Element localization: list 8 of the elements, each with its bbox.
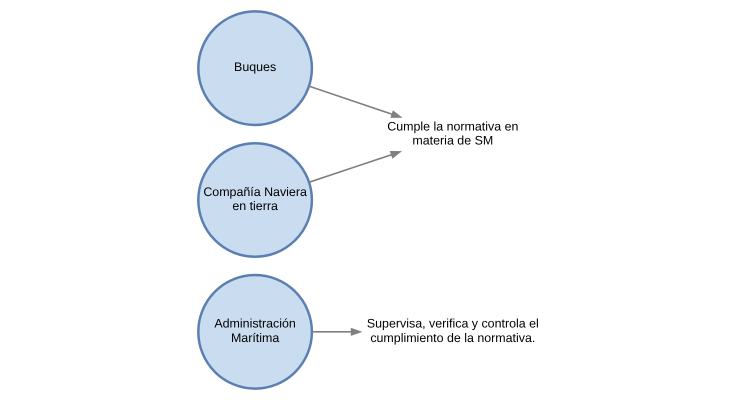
arrow bbox=[312, 328, 362, 336]
node-circle: Administración Marítima bbox=[197, 274, 314, 390]
node-circle: Compañía Naviera en tierra bbox=[197, 142, 314, 258]
node-text: Cumple la normativa en materia de SM bbox=[387, 119, 518, 148]
node-text: Supervisa, verifica y controla el cumplimiento de la normativa. bbox=[366, 316, 539, 345]
node-circle: Buques bbox=[197, 10, 314, 126]
arrow bbox=[308, 85, 403, 118]
arrow bbox=[308, 151, 402, 183]
